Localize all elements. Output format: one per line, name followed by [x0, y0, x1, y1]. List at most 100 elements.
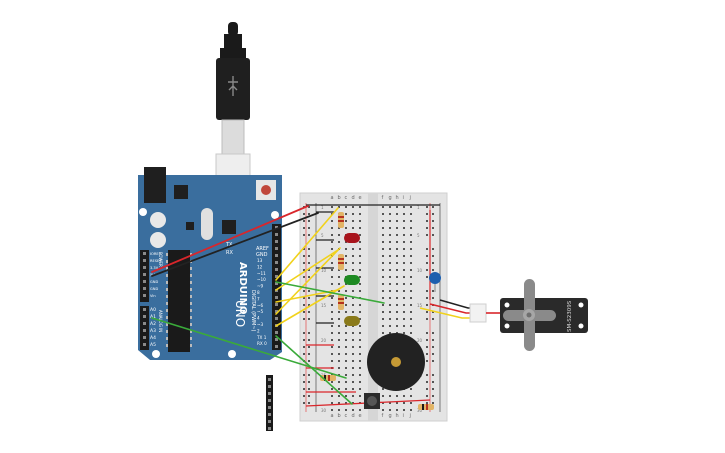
breadboard-hole: [338, 283, 340, 285]
breadboard-hole: [410, 318, 412, 320]
breadboard-col-label: i: [403, 413, 404, 419]
breadboard-hole: [359, 262, 361, 264]
breadboard-hole: [345, 248, 347, 250]
breadboard-hole: [410, 269, 412, 271]
breadboard-hole: [389, 395, 391, 397]
breadboard-hole: [396, 332, 398, 334]
header-pin: [143, 329, 146, 332]
breadboard-hole: [338, 241, 340, 243]
breadboard-col-label: a: [331, 413, 334, 419]
breadboard-hole: [352, 409, 354, 411]
capacitor: [150, 232, 166, 248]
chip-pin: [166, 337, 168, 340]
header-pin: [268, 427, 271, 430]
rail-hole: [426, 346, 428, 348]
breadboard-hole: [389, 311, 391, 313]
breadboard-hole: [338, 227, 340, 229]
power-pin-label: GND: [150, 280, 158, 284]
breadboard-hole: [396, 220, 398, 222]
rail-hole: [303, 339, 305, 341]
rail-hole: [303, 255, 305, 257]
breadboard-hole: [338, 311, 340, 313]
breadboard-row-label: 10: [321, 268, 327, 273]
breadboard-col-label: c: [345, 195, 348, 201]
breadboard-hole: [359, 388, 361, 390]
rail-hole: [303, 269, 305, 271]
breadboard-hole: [389, 409, 391, 411]
breadboard-hole: [331, 248, 333, 250]
rail-hole: [308, 213, 310, 215]
rail-hole: [432, 255, 434, 257]
digital-pin-label: TX 1: [256, 335, 267, 340]
breadboard-hole: [389, 213, 391, 215]
breadboard-hole: [396, 227, 398, 229]
breadboard-hole: [382, 269, 384, 271]
breadboard-hole: [382, 402, 384, 404]
breadboard-hole: [345, 346, 347, 348]
chip-pin: [190, 288, 192, 291]
breadboard-hole: [331, 227, 333, 229]
wire-5v: [151, 205, 309, 273]
breadboard-hole: [410, 297, 412, 299]
chip-pin: [166, 274, 168, 277]
breadboard-hole: [396, 213, 398, 215]
breadboard-hole: [403, 276, 405, 278]
breadboard-hole: [331, 206, 333, 208]
atmega-chip: [168, 250, 190, 352]
header-pin: [275, 261, 278, 264]
rail-hole: [426, 318, 428, 320]
breadboard-hole: [396, 311, 398, 313]
rail-hole: [308, 360, 310, 362]
breadboard-hole: [396, 255, 398, 257]
breadboard-col-label: f: [382, 413, 384, 419]
breadboard-hole: [382, 332, 384, 334]
breadboard-hole: [345, 297, 347, 299]
power-pin-label: Vin: [150, 294, 156, 298]
breadboard-hole: [352, 262, 354, 264]
breadboard-hole: [359, 213, 361, 215]
rail-hole: [308, 276, 310, 278]
analog-header: [140, 306, 149, 350]
breadboard-hole: [331, 311, 333, 313]
rail-hole: [432, 346, 434, 348]
push-button: [364, 393, 380, 409]
breadboard-hole: [331, 332, 333, 334]
rail-hole: [303, 262, 305, 264]
breadboard-hole: [403, 206, 405, 208]
breadboard-hole: [389, 255, 391, 257]
rail-hole: [303, 234, 305, 236]
breadboard-hole: [359, 290, 361, 292]
analog-pin-label: A1: [150, 314, 156, 320]
breadboard-hole: [382, 395, 384, 397]
breadboard-hole: [389, 402, 391, 404]
breadboard-hole: [359, 346, 361, 348]
header-pin: [275, 338, 278, 341]
digital-pin-label: 2: [257, 328, 260, 333]
rail-hole: [308, 381, 310, 383]
rail-hole: [308, 248, 310, 250]
breadboard-hole: [403, 325, 405, 327]
chip-pin: [166, 281, 168, 284]
breadboard-hole: [389, 241, 391, 243]
breadboard-row-label: 5: [417, 233, 420, 238]
breadboard-hole: [389, 269, 391, 271]
header-pin: [275, 345, 278, 348]
rail-hole: [303, 248, 305, 250]
breadboard-hole: [345, 269, 347, 271]
breadboard-hole: [352, 297, 354, 299]
breadboard-hole: [359, 332, 361, 334]
breadboard-hole: [345, 367, 347, 369]
breadboard-col-label: j: [409, 413, 411, 419]
breadboard-hole: [345, 388, 347, 390]
rail-hole: [308, 395, 310, 397]
rail-hole: [308, 388, 310, 390]
breadboard-hole: [389, 262, 391, 264]
voltage-regulator: [174, 185, 188, 199]
rail-hole: [303, 395, 305, 397]
breadboard-hole: [338, 388, 340, 390]
breadboard-hole: [389, 304, 391, 306]
chip-pin: [190, 274, 192, 277]
digital-header: [272, 224, 281, 350]
rail-hole: [432, 220, 434, 222]
